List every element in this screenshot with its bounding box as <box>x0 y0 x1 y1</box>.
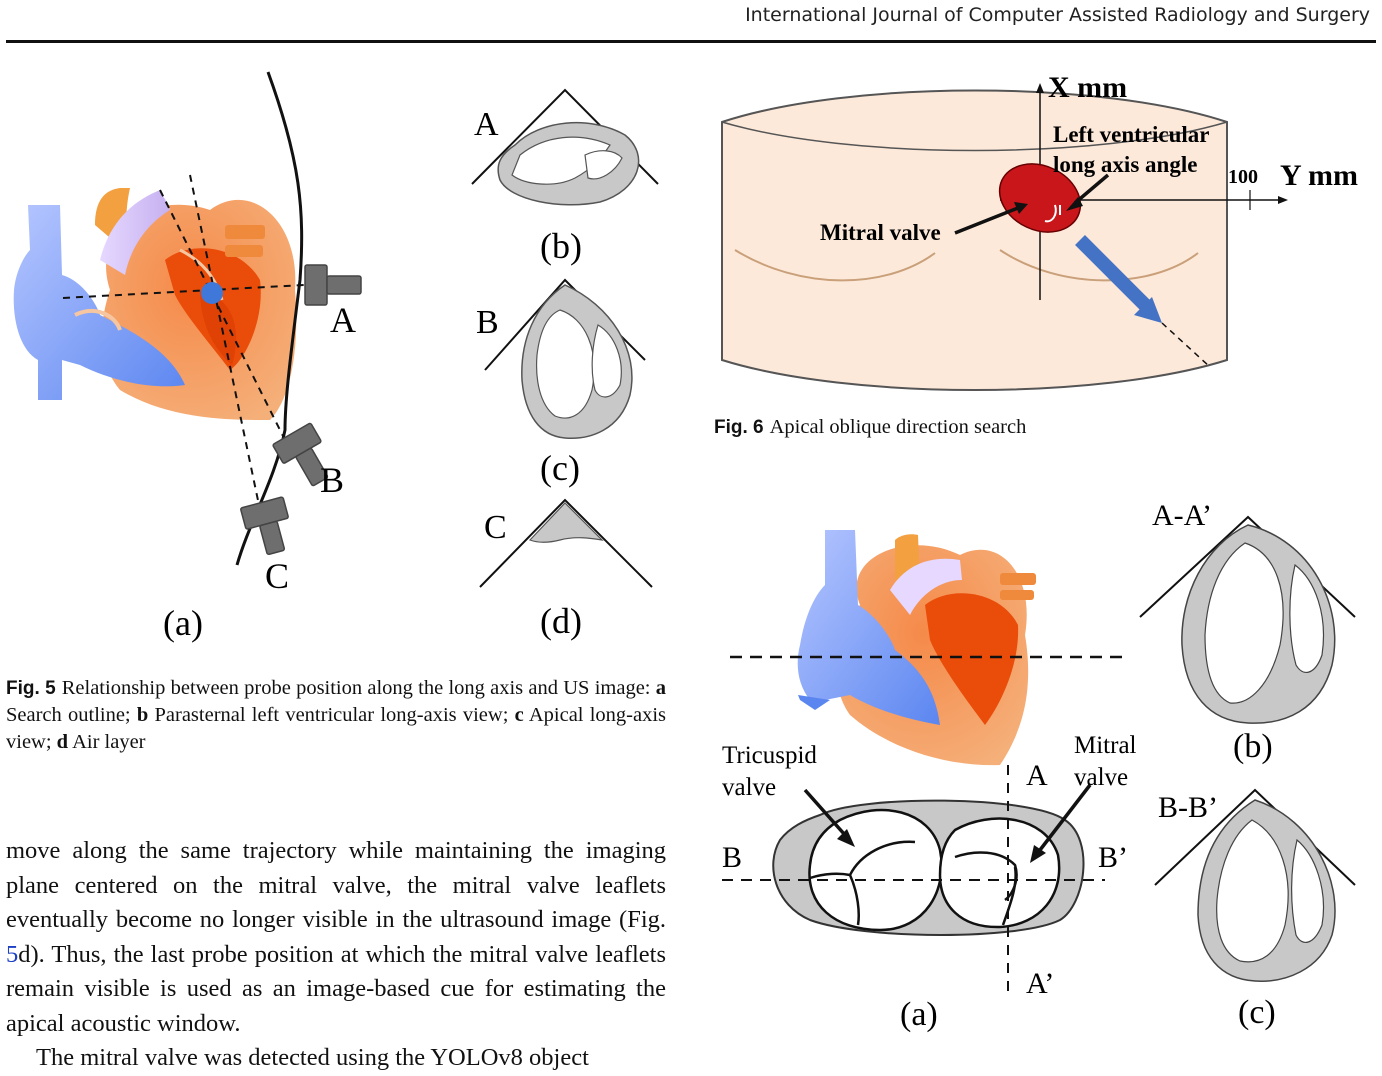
axis-y-label: Y mm <box>1280 159 1358 192</box>
section-label-aa: A-A’ <box>1152 499 1212 532</box>
mark-a-prime: A’ <box>1026 967 1054 1000</box>
us-view-d: C (d) <box>479 498 653 641</box>
view-letter-b: B <box>476 304 499 341</box>
mark-a: A <box>1026 759 1048 792</box>
tick-100: 100 <box>1228 166 1258 188</box>
tricuspid-line2: valve <box>722 774 776 801</box>
fig6-caption-label: Fig. 6 <box>714 417 764 438</box>
panel-label-7b: (b) <box>1233 728 1273 765</box>
probe-b <box>272 422 329 487</box>
axis-x-label: X mm <box>1048 71 1127 104</box>
journal-title: International Journal of Computer Assist… <box>745 4 1370 26</box>
section-view-c: B-B’ (c) <box>1154 788 1356 1031</box>
mark-b: B <box>722 841 742 874</box>
probe-label-c: C <box>265 556 289 596</box>
section-view-b: A-A’ (b) <box>1139 499 1356 765</box>
body-paragraph-1: move along the same trajectory while mai… <box>6 837 666 1037</box>
angle-label-line1: Left ventricular <box>1053 122 1209 147</box>
panel-label-a: (a) <box>163 603 203 643</box>
mitral-label: Mitral valve <box>820 220 941 245</box>
mark-b-prime: B’ <box>1098 841 1128 874</box>
panel-label-7a: (a) <box>900 996 938 1033</box>
figure-7: A-A’ (b) B-B’ (c) Tricuspid valve Mitral… <box>722 499 1356 1033</box>
view-letter-c: C <box>484 509 507 546</box>
probe-a <box>304 264 362 306</box>
view-letter-a: A <box>474 106 499 143</box>
probe-c <box>240 496 289 556</box>
heart-illustration <box>13 188 297 420</box>
panel-label-c: (c) <box>540 448 580 488</box>
header-rule <box>6 40 1376 43</box>
probe-dashed-lines <box>62 174 323 511</box>
tricuspid-line1: Tricuspid <box>722 742 817 769</box>
section-label-bb: B-B’ <box>1158 791 1218 824</box>
panel-label-d: (d) <box>540 601 582 641</box>
cross-section-a <box>772 799 1085 936</box>
mitral-line1: Mitral <box>1074 732 1137 759</box>
fig5-caption-label: Fig. 5 <box>6 678 56 699</box>
mitral-line2: valve <box>1074 764 1128 791</box>
us-view-b: A (b) <box>471 88 659 266</box>
probe-label-b: B <box>320 460 344 500</box>
body-text: move along the same trajectory while mai… <box>6 834 666 1076</box>
angle-label-line2: long axis angle <box>1053 152 1197 177</box>
us-view-c: B (c) <box>476 278 646 488</box>
panel-label-7c: (c) <box>1238 994 1276 1031</box>
figure-6: X mm Y mm 100 Left ventricular long axis… <box>721 71 1358 391</box>
heart-illustration-2 <box>797 530 1036 766</box>
panel-label-b: (b) <box>540 226 582 266</box>
mitral-valve-ellipse <box>998 163 1082 233</box>
fig5-link[interactable]: 5 <box>6 940 19 968</box>
chest-wall-line <box>235 71 304 566</box>
skin-cylinder <box>721 89 1228 391</box>
probe-label-a: A <box>330 300 356 340</box>
body-paragraph-2: The mitral valve was detected using the … <box>36 1044 589 1071</box>
mitral-focus-point <box>201 282 223 304</box>
figure-5: A B C (a) A (b) B (c) C (d) <box>13 71 659 643</box>
